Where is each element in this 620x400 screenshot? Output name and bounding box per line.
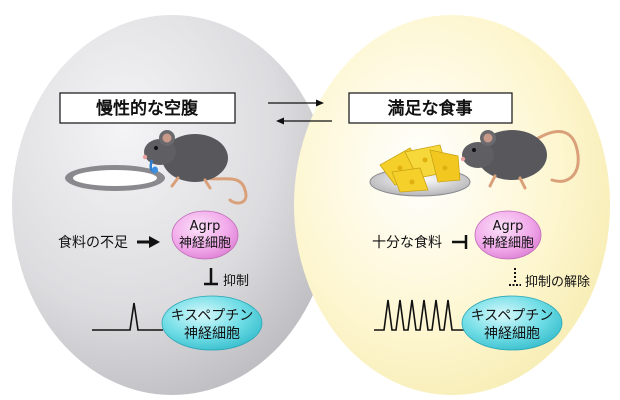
left-inhibition-link [204, 268, 218, 286]
left-kisspeptin-sublabel: 神経細胞 [184, 326, 240, 342]
right-released-inhibition-link [509, 268, 521, 286]
right-input-label: 十分な食料 [372, 234, 442, 251]
left-title: 慢性的な空腹 [96, 98, 199, 119]
left-kisspeptin-neuron: キスペプチン 神経細胞 [161, 295, 263, 351]
empty-plate [65, 165, 165, 191]
right-agrp-label: Agrp [493, 219, 524, 234]
arrow-left-icon [276, 117, 332, 125]
right-title: 満足な食事 [388, 98, 473, 119]
right-kisspeptin-neuron: キスペプチン 神経細胞 [461, 295, 563, 351]
arrow-right-icon [268, 99, 324, 107]
left-panel: 慢性的な空腹 食料の不足 Agrp 神経 [12, 15, 332, 395]
hungry-mouse-illustration [142, 130, 248, 205]
left-inhibition-label: 抑制 [223, 274, 249, 289]
right-kisspeptin-sublabel: 神経細胞 [484, 326, 540, 342]
right-pulse-trace [374, 299, 468, 331]
right-input-inhibitor [452, 235, 468, 249]
right-panel: 満足な食事 十分な食料 [294, 15, 610, 395]
left-kisspeptin-label: キスペプチン [171, 308, 254, 324]
right-agrp-sublabel: 神経細胞 [482, 236, 534, 251]
right-kisspeptin-label: キスペプチン [471, 308, 554, 324]
cheese-plate [369, 144, 471, 197]
left-input-arrow [137, 236, 160, 248]
fed-mouse-illustration [460, 130, 580, 190]
right-title-box [348, 92, 513, 124]
left-input-label: 食料の不足 [58, 234, 128, 251]
right-released-inhibition-label: 抑制の解除 [525, 275, 590, 290]
left-agrp-sublabel: 神経細胞 [179, 236, 231, 251]
left-pulse-trace [92, 302, 163, 331]
left-agrp-neuron: Agrp 神経細胞 [171, 210, 239, 260]
right-agrp-neuron: Agrp 神経細胞 [474, 210, 542, 260]
left-agrp-label: Agrp [190, 219, 221, 234]
left-title-box [59, 92, 236, 124]
right-panel-background [294, 15, 610, 395]
state-transition-arrows [268, 99, 332, 125]
